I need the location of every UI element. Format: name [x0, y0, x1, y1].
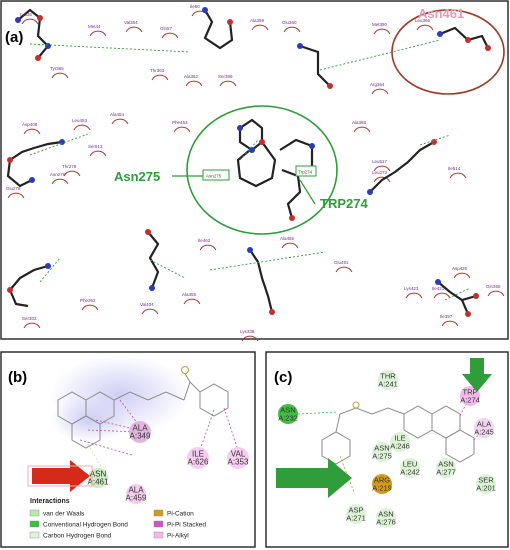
residue-label-asp420: Asp420: [452, 266, 468, 271]
residue-label-lys36: Lys36: [20, 12, 32, 17]
residue-label-glu491: Glu491: [334, 260, 349, 265]
panel-b-label: (b): [8, 369, 27, 386]
residue-label-leu366: Leu366: [415, 18, 431, 23]
residue-label-ser399: Ser399: [218, 74, 233, 79]
residue-disc-ile626: [187, 447, 209, 469]
residue-label-gln57: Gln57: [160, 26, 173, 31]
residue-label-leu453: Leu453: [72, 118, 88, 123]
green-arrow-right-icon: [276, 458, 352, 498]
panel-c-residue-discs: [278, 370, 496, 528]
asn275-label: Asn275: [114, 169, 160, 184]
legend-item-pi-alkyl: Pi-Alkyl: [167, 533, 189, 540]
residue-label-met390: Met390: [372, 22, 388, 27]
residue-label-asn276: Asn276: [50, 172, 66, 177]
residue-label-thr279: Thr279: [62, 164, 77, 169]
hydrogen-bond-lines: [29, 39, 471, 301]
panel-a-frame: [0, 0, 509, 340]
legend-item-pi-pi-stacked: Pi-Pi Stacked: [167, 522, 206, 529]
panel-b-ligand: [50, 355, 239, 469]
residue-disc-val353: [227, 447, 249, 469]
legend-item-carbon-hydrogen-bond: Carbon Hydrogen Bond: [43, 533, 112, 540]
residue-label-ala362: Ala362: [184, 74, 199, 79]
residue-label-ser303: Ser303: [22, 316, 37, 321]
residue-label-val404: Val404: [140, 302, 154, 307]
trp274-label: TRP274: [320, 196, 368, 211]
residue-label-ile50: Ile50: [190, 4, 200, 9]
residue-label-arg364: Arg364: [370, 82, 385, 87]
legend-item-conventional-hydrogen-bond: Conventional Hydrogen Bond: [43, 522, 128, 529]
residue-label-lys423: Lys423: [404, 286, 419, 291]
residue-label-leu517: Leu517: [372, 159, 388, 164]
residue-label-phe453: Phe453: [172, 120, 188, 125]
red-arrow-icon: [32, 460, 90, 492]
legend-item-van-der-waals: van der Waals: [43, 511, 85, 518]
trp274-box-label: Trp274: [298, 170, 313, 175]
green-arrow-down-icon: [462, 358, 492, 392]
trp274-pointer: [299, 179, 316, 205]
residue-label-ser513: Ser513: [88, 144, 103, 149]
residue-label-ile514: Ile514: [448, 166, 461, 171]
residue-disc-ala459: [126, 484, 146, 504]
residue-disc-ala349: [129, 421, 151, 443]
residue-label-ala355: Ala355: [182, 292, 197, 297]
trp274-box: [295, 165, 317, 177]
residue-label-ile397: Ile397: [440, 314, 453, 319]
residue-label-leu273: Leu273: [372, 170, 388, 175]
residue-label-ala465: Ala465: [280, 236, 295, 241]
legend-title: Interactions: [30, 498, 70, 505]
binding-site-oval: [186, 105, 338, 235]
residue-label-ile421: Ile421: [432, 286, 445, 291]
panel-c-label: (c): [274, 369, 292, 386]
hydrophobic-contacts: [7, 10, 505, 342]
residue-label-glu278: Glu278: [6, 186, 21, 191]
residue-label-gln356: Gln356: [486, 284, 501, 289]
residue-label-glu360: Glu360: [282, 20, 297, 25]
ligand-atoms: [7, 7, 491, 317]
residue-label-asp408: Asp408: [22, 122, 38, 127]
residue-disc-asn461: [88, 468, 108, 488]
residue-label-met44: Met44: [88, 24, 101, 29]
asn275-box: [202, 169, 230, 181]
asn275-box-label: Asn275: [206, 174, 222, 179]
residue-label-lys338: Lys338: [240, 329, 255, 334]
asn461-pointer-frame: [27, 465, 93, 487]
residue-label-val354: Val354: [124, 20, 138, 25]
asn461-highlight-oval: [391, 9, 505, 95]
legend-item-pi-cation: Pi-Cation: [167, 511, 194, 518]
residue-label-ala359: Ala359: [250, 18, 265, 23]
residue-label-ile462: Ile462: [198, 238, 211, 243]
residue-label-thr363: Thr363: [150, 68, 165, 73]
panel-a-label: (a): [5, 29, 23, 46]
residue-label-phe352: Phe352: [80, 298, 96, 303]
residue-label-ala454: Ala454: [110, 112, 125, 117]
residue-label-ala368: Ala368: [352, 120, 367, 125]
residue-label-tyr365: Tyr365: [50, 66, 64, 71]
asn461-label: Asn461: [418, 6, 464, 21]
panel-c-ligand: [321, 401, 475, 465]
